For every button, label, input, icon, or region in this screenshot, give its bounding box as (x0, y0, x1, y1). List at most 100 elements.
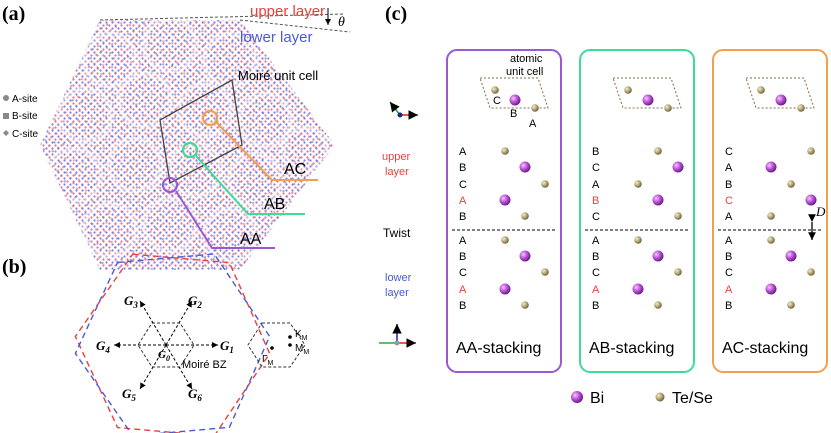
g3-label: G3 (124, 293, 138, 310)
stack-letter-upper: A (459, 195, 467, 207)
bi-atom (765, 283, 777, 295)
ab-stacking-title: AB-stacking (589, 340, 674, 357)
stack-letter-upper: B (459, 162, 466, 174)
g6-arrow (165, 344, 193, 390)
te-atom (491, 86, 499, 94)
stack-letter-upper: A (725, 162, 733, 174)
stack-letter-lower: A (592, 284, 600, 296)
upper-layer-line (99, 13, 346, 21)
m-point-label: MM (295, 343, 309, 356)
stack-letter-upper: A (459, 146, 467, 158)
te-atom (674, 212, 682, 220)
d-label: D (815, 204, 826, 219)
gamma-point (270, 346, 274, 350)
bi-atom (775, 94, 787, 106)
upper-bz-hexagon (74, 253, 271, 433)
upper-layer-label-c-2: layer (385, 166, 409, 178)
g5-label: G5 (122, 386, 136, 403)
stack-letter-upper: C (725, 146, 733, 158)
stack-letter-upper: C (459, 179, 467, 191)
stack-letter-upper: C (592, 211, 600, 223)
te-atom (541, 180, 549, 188)
panel-c-label: (c) (385, 3, 407, 25)
ac-callout-label: AC (284, 161, 306, 178)
te-atom (634, 236, 642, 244)
stack-letter-lower: B (725, 300, 732, 312)
bi-atom (519, 250, 531, 262)
stack-letter-upper: A (725, 211, 733, 223)
bi-atom (805, 194, 817, 206)
reciprocal-vectors (114, 300, 218, 390)
g4-label: G4 (96, 338, 110, 355)
stack-letter-upper: A (592, 179, 600, 191)
te-atom (501, 236, 509, 244)
stack-letter-lower: C (725, 267, 733, 279)
stack-letter-lower: B (459, 300, 466, 312)
bi-legend-atom (571, 391, 583, 403)
upper-layer-label: upper layer (250, 3, 325, 20)
te-atom (531, 104, 539, 112)
lower-bz-hexagon (74, 253, 271, 433)
moire-bz-label: Moiré BZ (182, 359, 227, 371)
cell-label-b: B (510, 108, 517, 120)
stack-letter-upper: C (592, 162, 600, 174)
panel-b-label: (b) (2, 256, 26, 278)
stack-letter-lower: A (459, 284, 467, 296)
stack-letter-lower: B (592, 251, 599, 263)
te-legend-label: Te/Se (672, 390, 713, 407)
panel-a: (a) A-site B-site C-site upper layer low… (2, 3, 351, 270)
te-atom (787, 180, 795, 188)
bi-atom (652, 194, 664, 206)
a-site-label: A-site (12, 94, 38, 105)
lower-layer-label-c-2: layer (385, 287, 409, 299)
te-atom (654, 147, 662, 155)
g0-label: G0 (158, 349, 170, 363)
te-atom (674, 268, 682, 276)
atomic-unit-cell-label-2: unit cell (506, 66, 543, 78)
cell-label-c: C (493, 95, 501, 107)
bi-atom (519, 161, 531, 173)
te-atom (634, 180, 642, 188)
ac-callout-line (215, 121, 318, 181)
bi-atom (499, 283, 511, 295)
ab-unit-cell (612, 77, 682, 109)
bi-atom (785, 250, 797, 262)
bi-atom (499, 194, 511, 206)
panel-b: (b) G1 G2 G3 G4 G5 G6 G0 Moiré BZ (2, 253, 309, 433)
ac-stacking-title: AC-stacking (722, 340, 808, 357)
g2-label: G2 (188, 293, 202, 310)
bi-atom (509, 94, 521, 106)
stack-letter-lower: A (592, 235, 600, 247)
stack-letter-upper: B (592, 146, 599, 158)
g1-label: G1 (220, 338, 234, 355)
lower-layer-label-c-1: lower (385, 272, 412, 284)
stack-letter-lower: B (725, 251, 732, 263)
stack-letter-upper: B (592, 195, 599, 207)
top-axis-icon (389, 101, 418, 120)
bi-atom (765, 161, 777, 173)
te-atom (807, 268, 815, 276)
te-atom (797, 104, 805, 112)
te-atom (521, 212, 529, 220)
site-legend: A-site B-site C-site (3, 94, 39, 140)
g2-arrow (165, 300, 193, 346)
stack-letter-upper: B (725, 179, 732, 191)
stack-letter-lower: A (725, 284, 733, 296)
panel-c: (c) upper layer Twist lower layer D (379, 3, 828, 407)
panel-a-label: (a) (2, 3, 25, 25)
aa-callout-label: AA (240, 231, 262, 248)
cell-label-a: A (529, 118, 537, 130)
te-atom (807, 147, 815, 155)
a-site-marker (3, 95, 9, 101)
te-atom (767, 236, 775, 244)
stack-letter-upper: C (725, 195, 733, 207)
k-point (288, 335, 292, 339)
b-site-marker (3, 113, 9, 119)
stack-letter-lower: A (725, 235, 733, 247)
stack-letter-lower: C (592, 267, 600, 279)
ab-callout-line (195, 155, 305, 215)
ab-callout-label: AB (264, 196, 285, 213)
moire-bz-enlarged (247, 322, 306, 368)
g6-label: G6 (188, 386, 202, 403)
te-atom (664, 104, 672, 112)
